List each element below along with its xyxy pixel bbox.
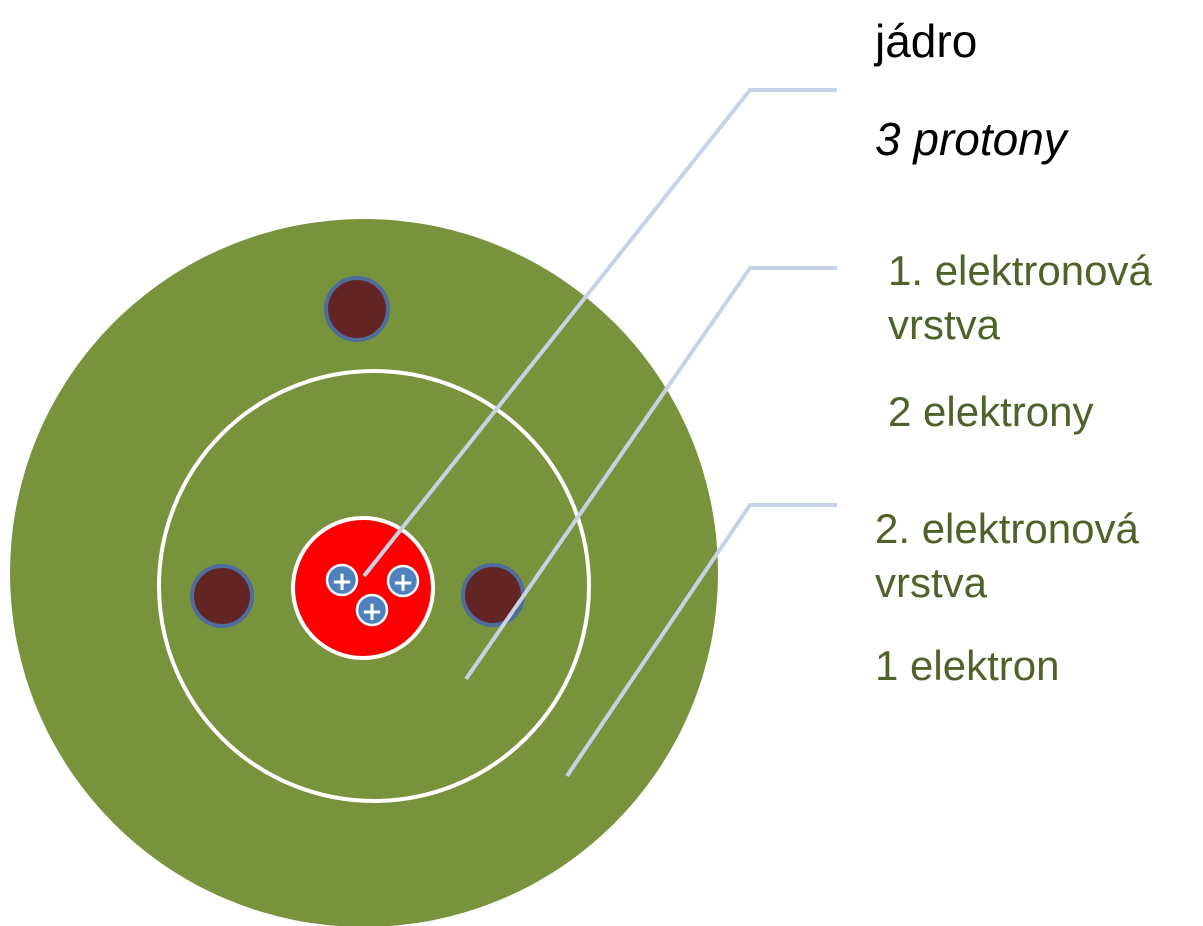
proton-body [386, 564, 420, 598]
shell-1-detail: 2 elektrony [888, 388, 1094, 435]
proton-sign: + [392, 568, 414, 598]
leader-line-shell-2 [565, 503, 837, 778]
electron-shell-1-right [461, 563, 525, 627]
electron [190, 564, 254, 628]
shell-2-title: 2. elektronová vrstva [875, 505, 1139, 606]
proton: + [355, 593, 389, 627]
proton-body [325, 563, 359, 597]
electron-shell-2 [324, 276, 390, 342]
inner-shell-ring [157, 369, 591, 803]
leader-line-shell-1 [464, 266, 837, 681]
leader-line-nucleus [362, 88, 837, 578]
nucleus-detail: 3 protony [875, 113, 1067, 165]
electron [324, 276, 390, 342]
proton-body [355, 593, 389, 627]
nucleus [291, 516, 435, 660]
shell-2-detail: 1 elektron [875, 642, 1060, 689]
shell-1-title: 1. elektronová vrstva [888, 247, 1152, 348]
proton: + [325, 563, 359, 597]
proton-sign: + [331, 567, 353, 597]
proton: + [386, 564, 420, 598]
proton-sign: + [361, 597, 383, 627]
nucleus-title: jádro [875, 15, 978, 67]
electron-shell-1-left [190, 564, 254, 628]
electron [461, 563, 525, 627]
